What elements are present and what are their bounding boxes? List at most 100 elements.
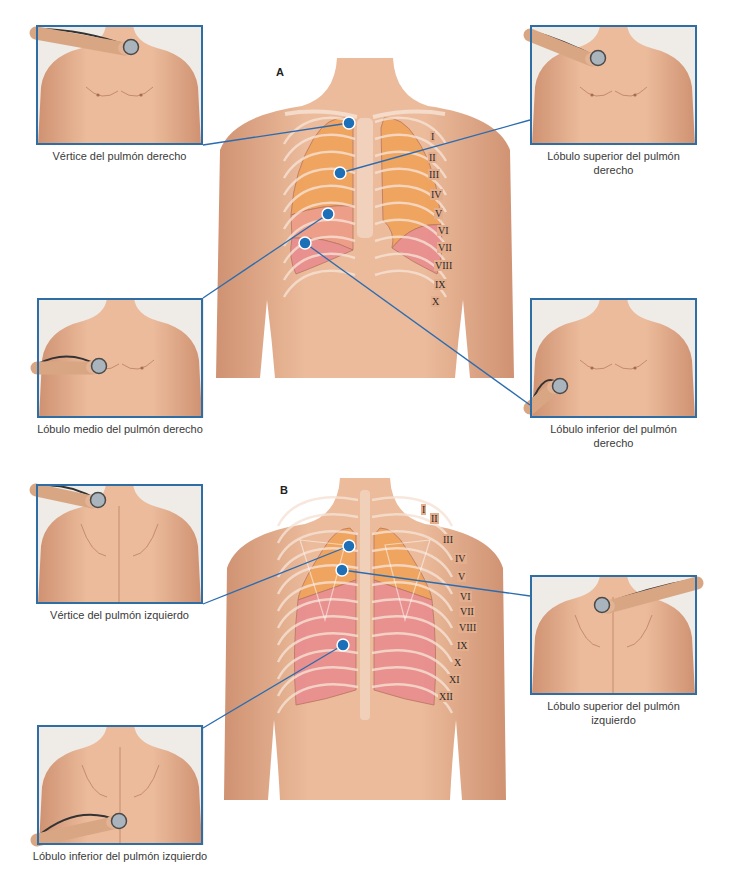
nipple [633,366,636,369]
scapula-line [575,615,652,647]
nipple [590,93,593,96]
photo-torso [532,298,695,418]
photo-inset: Vértice del pulmón izquierdo [36,484,203,604]
clavicle [285,112,357,117]
examiner-arm [608,583,697,607]
panel-letter: A [275,66,285,78]
rib-number: II [430,513,439,524]
rib-number: IV [430,189,443,200]
photo-ground [530,25,697,145]
rib [284,203,355,229]
photo [37,725,204,845]
nipple [140,366,143,369]
leader-line [342,570,530,596]
sternum [357,118,373,238]
pectoral [86,87,153,96]
rib [375,203,446,229]
stethoscope-chestpiece [112,814,127,829]
rib [284,135,355,161]
leader-line [203,546,349,604]
rib-number: XII [438,691,454,702]
rib [372,514,452,543]
leader-line [203,123,349,145]
rib [284,271,355,297]
rib [284,220,355,246]
leader-line [203,645,343,728]
rib [284,186,355,212]
scapula-line [81,524,158,556]
torso-figures [216,58,514,800]
caption: Lóbulo medio del pulmón derecho [15,422,225,436]
photo-inset: Vértice del pulmón derecho [36,25,203,145]
auscultation-dot [336,564,348,576]
ribcage [284,118,446,297]
photo-inset: Lóbulo medio del pulmón derecho [37,298,203,418]
rib [372,616,452,645]
rib [372,497,452,526]
rib-number: III [442,534,454,545]
caption: Vértice del pulmón izquierdo [15,608,225,622]
caption: Vértice del pulmón derecho [15,149,225,163]
stethoscope-chestpiece [91,493,106,508]
photo [530,575,697,695]
rib [278,684,358,713]
rib-number: XI [448,674,461,685]
photo-ground [36,25,203,145]
rib [284,254,355,280]
rib-number: I [421,504,426,515]
examiner-arm [37,823,113,840]
front-torso [216,58,514,378]
rib [375,271,446,297]
auscultation-dot [299,237,311,249]
rib-number: I [430,131,435,142]
back-torso [224,478,506,800]
spine [360,490,370,720]
front-lungs [291,118,442,274]
panel-letter: B [279,484,289,496]
rib-number: IX [434,279,447,290]
spine-line [119,506,120,604]
caption: Lóbulo inferior del pulmón derecho [534,422,694,451]
stethoscope-chestpiece [591,51,606,66]
rib-number: VI [459,591,472,602]
stethoscope-chestpiece [595,598,610,613]
nipple [139,93,142,96]
rib [372,650,452,679]
caption: Lóbulo superior del pulmón izquierdo [534,699,694,728]
rib [278,548,358,577]
photo-ground [530,298,697,418]
pectoral [580,87,647,96]
rib-number: VIII [434,260,453,271]
rib-number: IV [454,553,467,564]
spine-line [120,747,121,845]
rib [278,514,358,543]
auscultation-dot [322,208,334,220]
rib-number: VI [437,225,450,236]
photo-inset: Lóbulo inferior del pulmón izquierdo [37,725,203,845]
rib [284,237,355,263]
rib-number: X [453,657,462,668]
photo [37,298,204,418]
rib [372,548,452,577]
scapula [300,540,345,620]
clavicle [373,112,445,117]
rib-number: VIII [458,622,477,633]
photo-ground [37,725,204,845]
nipple [633,93,636,96]
photo-torso [39,298,202,418]
rib-number: X [431,296,440,307]
photo-inset: Lóbulo superior del pulmón derecho [530,25,697,145]
examiner-arm [36,490,92,502]
photo-ground [37,298,204,418]
rib-number: VII [437,242,453,253]
rib [278,650,358,679]
photo-ground [530,575,697,695]
scapula [385,540,430,620]
rib [372,599,452,628]
scapula-line [82,765,159,797]
leader-line [305,243,530,405]
rib [375,220,446,246]
right-upper-lobe [291,118,353,215]
rib-number: IX [456,640,469,651]
rib [278,497,358,526]
